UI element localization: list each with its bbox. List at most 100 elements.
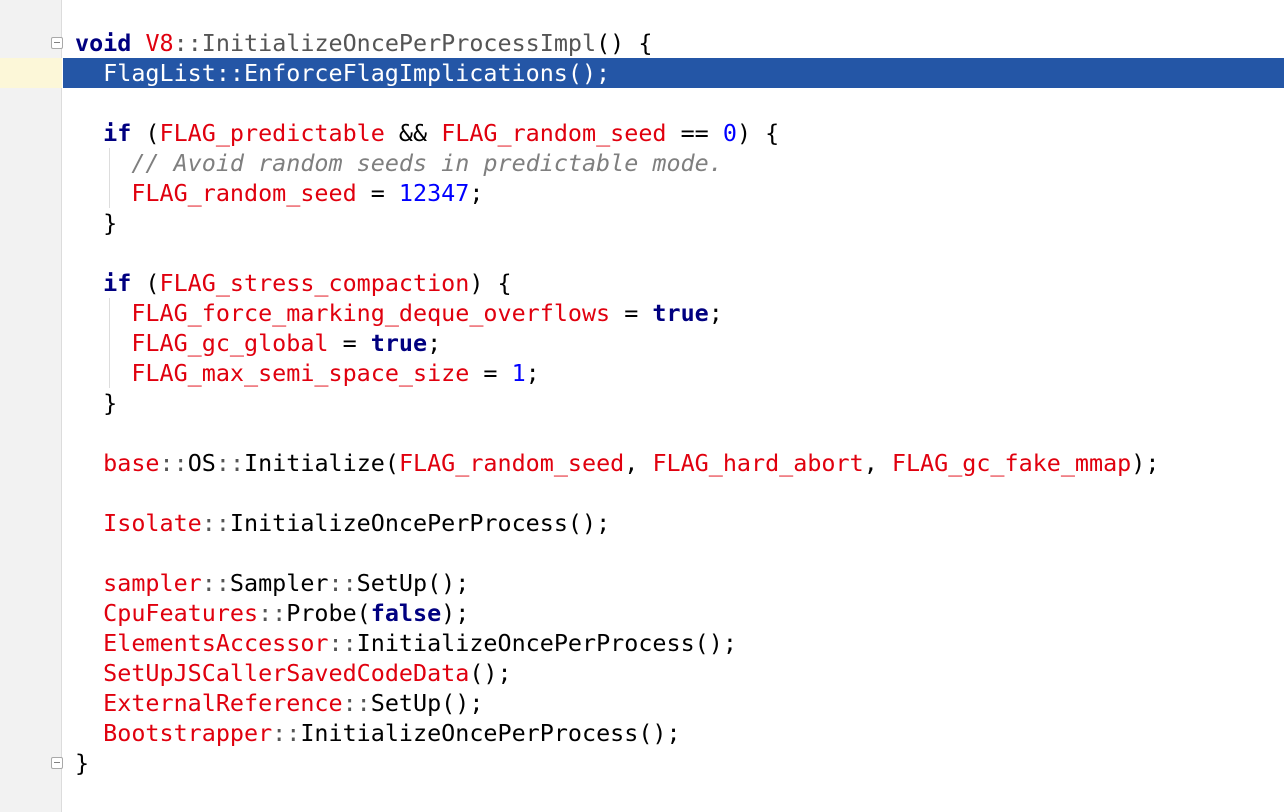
fold-collapse-icon[interactable] xyxy=(51,37,63,49)
code-token: SetUp(); xyxy=(356,569,470,597)
code-token: :: xyxy=(173,29,202,57)
code-token: InitializeOncePerProcess(); xyxy=(356,629,737,657)
code-line[interactable] xyxy=(63,538,1284,568)
code-token: FLAG_gc_fake_mmap xyxy=(891,449,1132,477)
code-token: :: xyxy=(159,449,188,477)
code-token: } xyxy=(75,389,118,417)
code-token xyxy=(75,689,103,717)
code-line[interactable]: FLAG_random_seed = 12347; xyxy=(63,178,1284,208)
caret-row-highlight xyxy=(0,58,62,88)
code-token xyxy=(75,659,103,687)
code-token: ; xyxy=(469,179,484,207)
code-token xyxy=(75,149,131,177)
code-token: true xyxy=(652,299,709,327)
indent-guide xyxy=(109,148,110,208)
code-line[interactable]: Bootstrapper::InitializeOncePerProcess()… xyxy=(63,718,1284,748)
code-line[interactable] xyxy=(63,238,1284,268)
code-line-selected[interactable]: FlagList::EnforceFlagImplications(); xyxy=(63,58,1284,88)
code-line[interactable]: if (FLAG_stress_compaction) { xyxy=(63,268,1284,298)
code-token xyxy=(75,629,103,657)
code-line[interactable]: // Avoid random seeds in predictable mod… xyxy=(63,148,1284,178)
code-token: :: xyxy=(328,629,357,657)
code-token: ); xyxy=(441,599,470,627)
code-token: SetUpJSCallerSavedCodeData xyxy=(103,659,470,687)
code-token: sampler xyxy=(103,569,202,597)
code-token: ExternalReference xyxy=(103,689,343,717)
code-token: :: xyxy=(201,569,230,597)
code-line[interactable]: } xyxy=(63,388,1284,418)
code-line[interactable] xyxy=(63,478,1284,508)
code-token xyxy=(75,599,103,627)
code-line[interactable] xyxy=(63,88,1284,118)
code-line[interactable]: ExternalReference::SetUp(); xyxy=(63,688,1284,718)
code-token: Sampler xyxy=(229,569,329,597)
code-line[interactable]: if (FLAG_predictable && FLAG_random_seed… xyxy=(63,118,1284,148)
code-token: FLAG_random_seed xyxy=(441,119,667,147)
code-token xyxy=(75,449,103,477)
code-token: Initialize( xyxy=(244,449,399,477)
code-token: = xyxy=(328,329,371,357)
code-token: SetUp(); xyxy=(370,689,484,717)
code-token: :: xyxy=(215,449,245,477)
code-token xyxy=(75,509,103,537)
code-token: ElementsAccessor xyxy=(103,629,329,657)
code-token: true xyxy=(370,329,428,357)
code-token: ; xyxy=(525,359,540,387)
editor-gutter xyxy=(0,0,62,812)
code-token: InitializeOncePerProcess(); xyxy=(300,719,681,747)
indent-guide xyxy=(109,298,110,388)
code-line[interactable]: CpuFeatures::Probe(false); xyxy=(63,598,1284,628)
code-line[interactable]: SetUpJSCallerSavedCodeData(); xyxy=(63,658,1284,688)
code-token xyxy=(75,269,103,297)
code-line[interactable]: base::OS::Initialize(FLAG_random_seed, F… xyxy=(63,448,1284,478)
code-token: FLAG_predictable xyxy=(159,119,385,147)
code-token: Bootstrapper xyxy=(103,719,273,747)
code-token: :: xyxy=(328,569,357,597)
code-editor[interactable]: void V8::InitializeOncePerProcessImpl() … xyxy=(63,28,1284,778)
code-token: ( xyxy=(131,269,160,297)
code-token: V8 xyxy=(145,29,174,57)
code-token: FLAG_force_marking_deque_overflows xyxy=(131,299,611,327)
code-token xyxy=(75,119,103,147)
code-token: FLAG_random_seed xyxy=(131,179,357,207)
code-line[interactable]: void V8::InitializeOncePerProcessImpl() … xyxy=(63,28,1284,58)
code-token: InitializeOncePerProcessImpl xyxy=(201,29,597,57)
code-token xyxy=(75,329,131,357)
code-line[interactable]: } xyxy=(63,208,1284,238)
fold-end-icon[interactable] xyxy=(51,757,63,769)
code-token: && xyxy=(384,119,442,147)
code-token: Isolate xyxy=(103,509,202,537)
code-token: FlagList::EnforceFlagImplications(); xyxy=(75,59,611,87)
code-token: :: xyxy=(272,719,301,747)
code-token: // Avoid random seeds in predictable mod… xyxy=(131,149,723,177)
code-token: () { xyxy=(596,29,653,57)
code-line[interactable]: sampler::Sampler::SetUp(); xyxy=(63,568,1284,598)
code-line[interactable] xyxy=(63,418,1284,448)
code-token: ( xyxy=(131,119,160,147)
code-token: 12347 xyxy=(398,179,470,207)
code-token: :: xyxy=(258,599,287,627)
code-token: FLAG_random_seed xyxy=(398,449,625,477)
code-line[interactable]: FLAG_force_marking_deque_overflows = tru… xyxy=(63,298,1284,328)
code-token: false xyxy=(370,599,442,627)
code-token: InitializeOncePerProcess(); xyxy=(229,509,611,537)
code-token: :: xyxy=(342,689,371,717)
code-line[interactable]: FLAG_gc_global = true; xyxy=(63,328,1284,358)
code-token: OS xyxy=(187,449,216,477)
code-token: void xyxy=(75,29,132,57)
code-token xyxy=(75,179,131,207)
code-token: = xyxy=(356,179,399,207)
code-token: FLAG_max_semi_space_size xyxy=(131,359,470,387)
code-token: } xyxy=(75,209,118,237)
code-line[interactable]: FLAG_max_semi_space_size = 1; xyxy=(63,358,1284,388)
code-token: Probe( xyxy=(286,599,371,627)
code-token xyxy=(131,29,145,57)
code-token: , xyxy=(624,449,653,477)
code-token: = xyxy=(610,299,653,327)
code-line[interactable]: Isolate::InitializeOncePerProcess(); xyxy=(63,508,1284,538)
code-line[interactable]: ElementsAccessor::InitializeOncePerProce… xyxy=(63,628,1284,658)
code-token: = xyxy=(469,359,512,387)
code-token: == xyxy=(666,119,723,147)
code-token: } xyxy=(75,749,90,777)
code-line[interactable]: } xyxy=(63,748,1284,778)
